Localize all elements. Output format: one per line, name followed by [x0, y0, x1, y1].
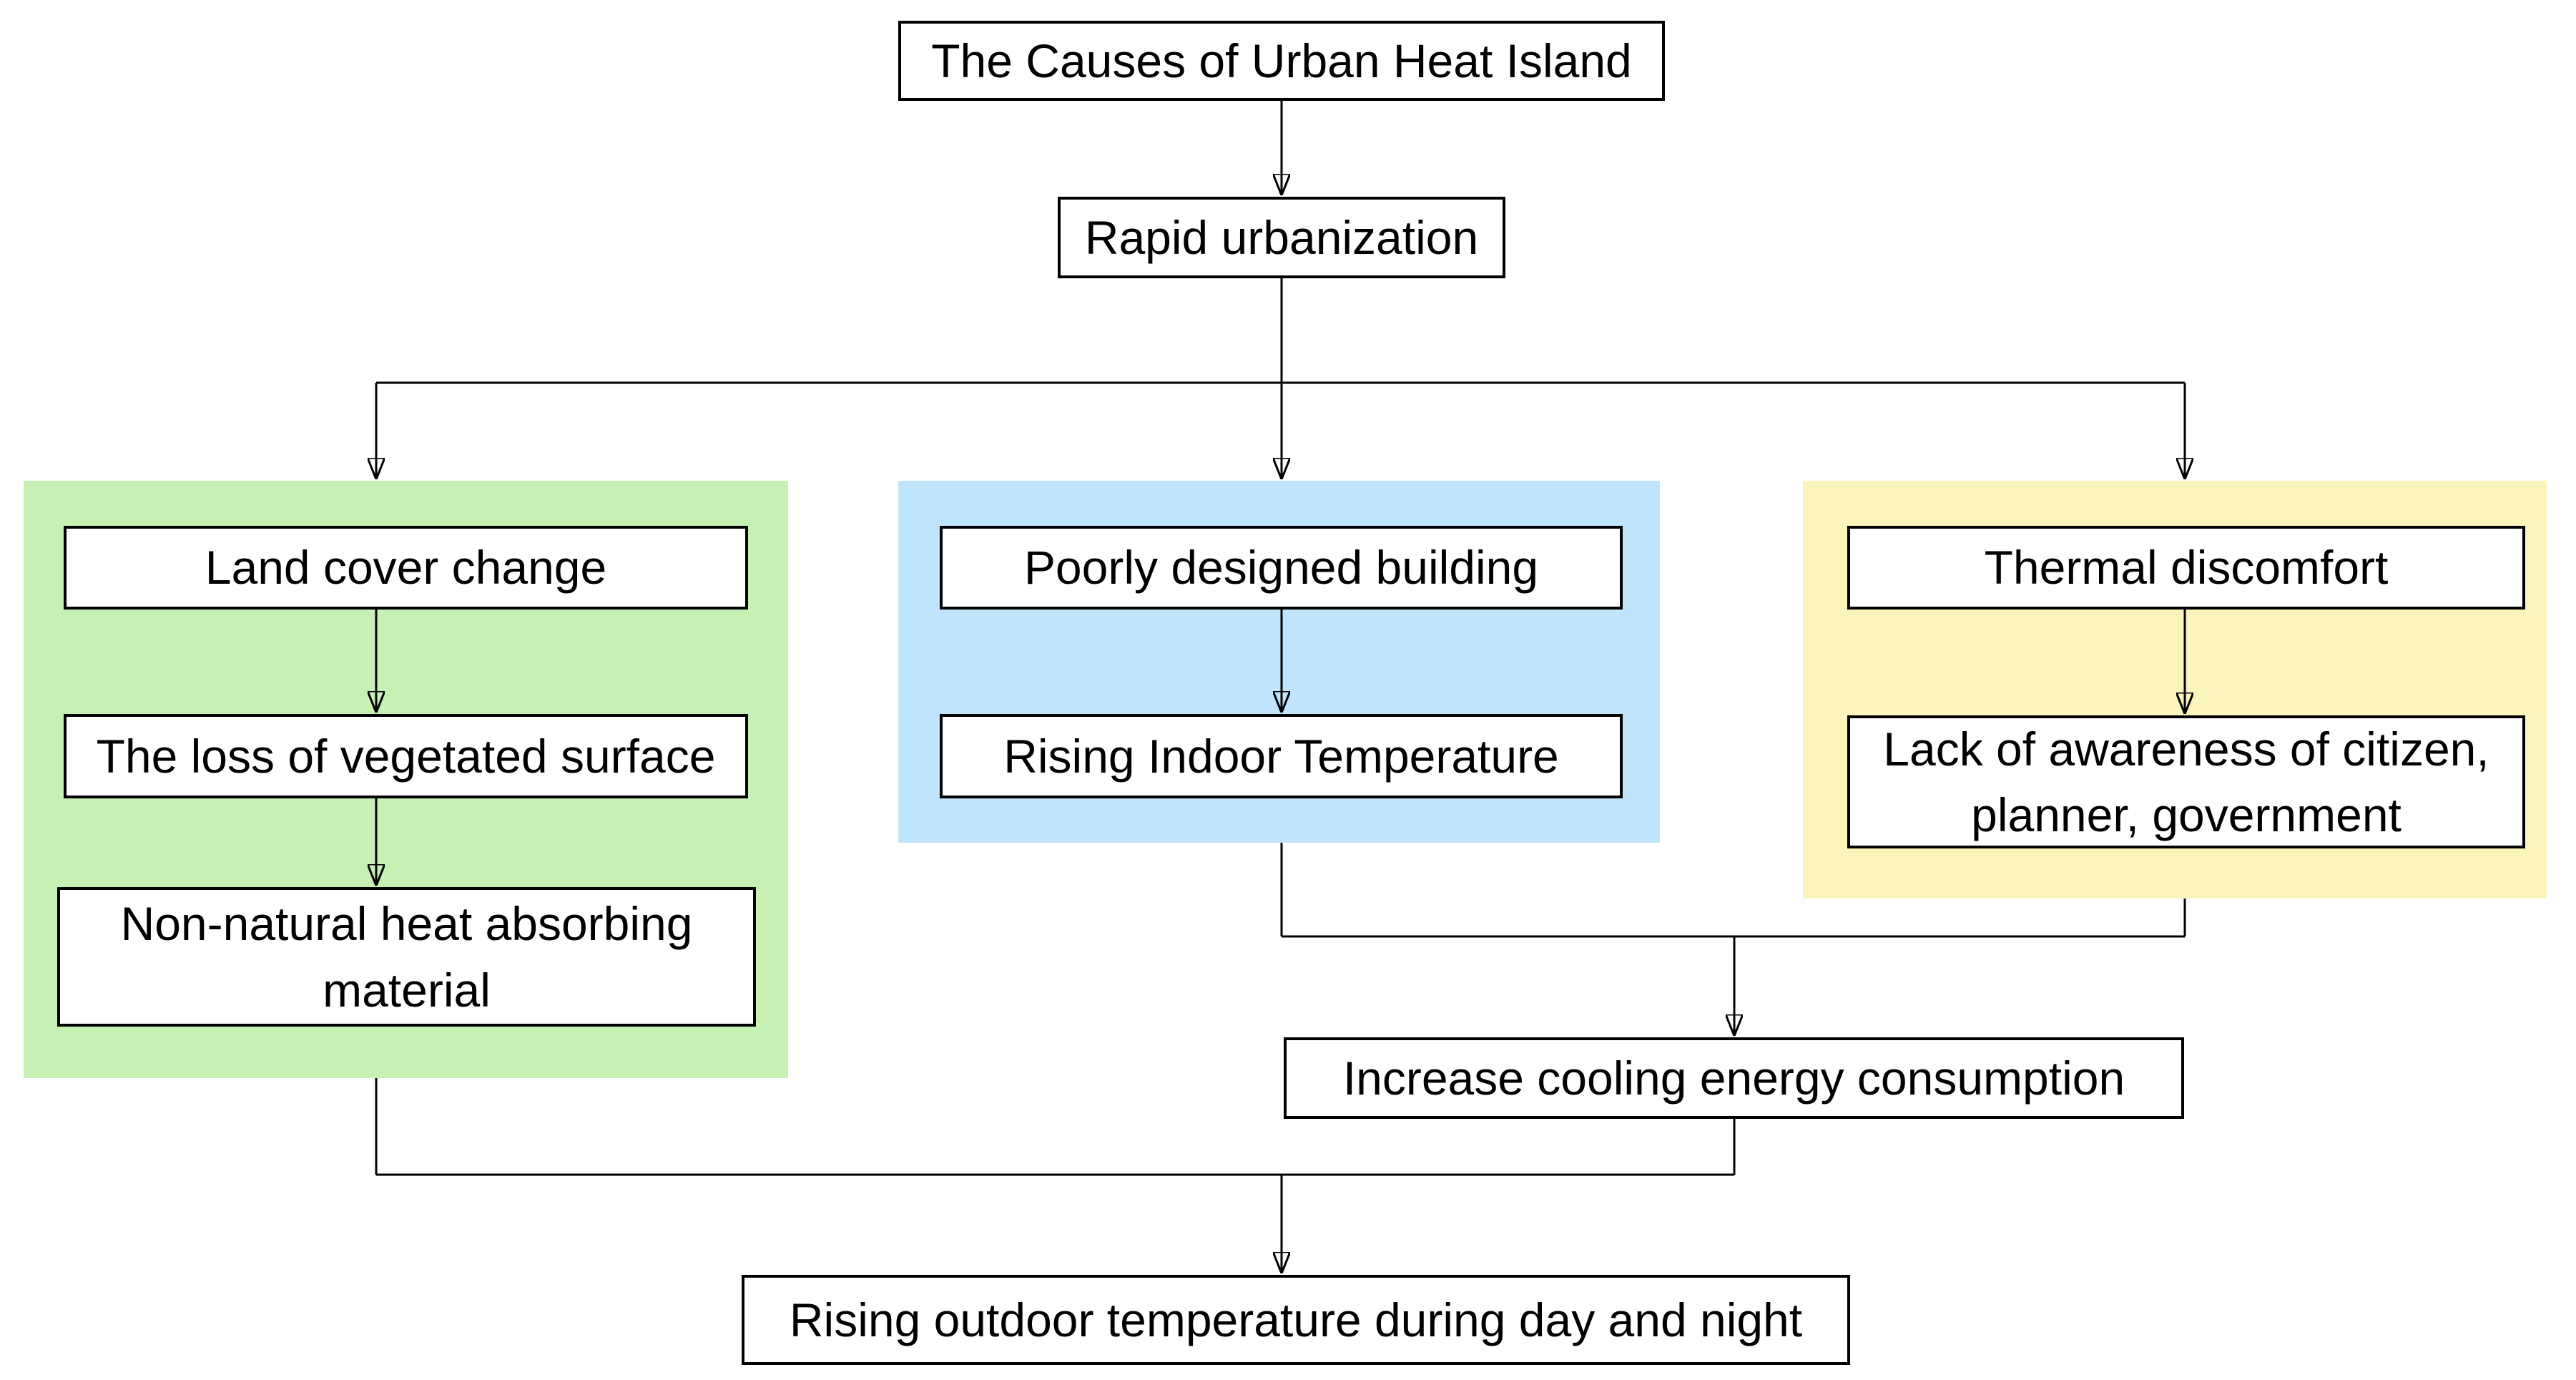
node-thermal-discomfort: Thermal discomfort	[1847, 526, 2525, 610]
node-lack-of-awareness: Lack of awareness of citizen, planner, g…	[1847, 715, 2525, 848]
node-increase-cooling: Increase cooling energy consumption	[1284, 1037, 2184, 1119]
node-land-cover-change: Land cover change	[64, 526, 748, 610]
node-rising-outdoor-temperature: Rising outdoor temperature during day an…	[742, 1275, 1850, 1365]
node-loss-of-vegetated-surface: The loss of vegetated surface	[64, 714, 748, 798]
node-poorly-designed-building: Poorly designed building	[940, 526, 1623, 610]
node-non-natural-material: Non-natural heat absorbing material	[57, 887, 756, 1027]
node-title: The Causes of Urban Heat Island	[898, 21, 1665, 101]
node-rapid-urbanization: Rapid urbanization	[1058, 197, 1505, 278]
node-rising-indoor-temperature: Rising Indoor Temperature	[940, 714, 1623, 798]
edge-trunk-rapid-branch	[376, 278, 2185, 384]
